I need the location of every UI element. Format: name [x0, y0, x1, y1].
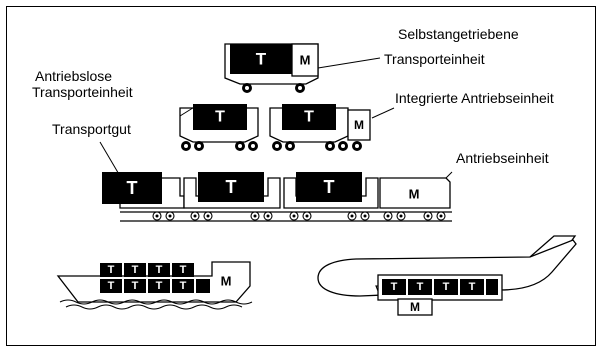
- train: T T T M: [102, 172, 452, 222]
- diagram-frame: [6, 6, 596, 346]
- cargo-box: [282, 104, 336, 130]
- cargo-letter: T: [324, 177, 335, 197]
- motor-box: [291, 43, 319, 77]
- cargo-letter: T: [132, 264, 139, 276]
- label-unpowered-1: Antriebslose: [35, 68, 112, 84]
- label-integrated-drive: Integrierte Antriebseinheit: [395, 90, 554, 106]
- motor-letter: M: [354, 118, 364, 132]
- cargo-letter: T: [108, 280, 115, 292]
- self-propelled-unit: T M: [224, 43, 319, 93]
- cargo-box: [230, 44, 292, 74]
- cargo-letter: T: [304, 109, 314, 126]
- label-self-propelled-2: Transporteinheit: [384, 51, 485, 67]
- locomotive: [379, 177, 451, 209]
- integrated-drive-unit: T M: [269, 104, 371, 151]
- motor-letter: M: [409, 187, 420, 202]
- unpowered-unit: T: [179, 104, 259, 151]
- cargo-box: [102, 172, 162, 204]
- motor-letter: M: [221, 274, 232, 289]
- label-drive-unit: Antriebseinheit: [456, 150, 549, 166]
- cargo-letter: T: [156, 264, 163, 276]
- label-cargo: Transportgut: [52, 121, 131, 137]
- cargo-letter: T: [127, 178, 138, 198]
- water-line: [65, 304, 243, 310]
- cargo-letter: T: [391, 281, 398, 293]
- cargo-letter: T: [226, 177, 237, 197]
- cargo-box: [198, 172, 264, 202]
- label-self-propelled-1: Selbstangetriebene: [398, 26, 519, 42]
- cargo-letter: T: [256, 50, 267, 69]
- cargo-letter: T: [215, 109, 225, 126]
- label-unpowered-2: Transporteinheit: [32, 84, 133, 100]
- leader-lines: [99, 57, 453, 179]
- airplane: T T T T M: [317, 235, 577, 316]
- water-line: [59, 299, 253, 305]
- cargo-letter: T: [180, 280, 187, 292]
- motor-letter: M: [300, 53, 311, 68]
- cargo-box: [296, 172, 362, 202]
- motor-box: [397, 298, 433, 316]
- cargo-letter: T: [417, 281, 424, 293]
- motor-letter: M: [410, 300, 420, 314]
- ship: M T T T T T T T T: [56, 261, 253, 310]
- cargo-letter: T: [156, 280, 163, 292]
- motor-box: [347, 109, 371, 141]
- cargo-letter: T: [132, 280, 139, 292]
- cargo-letter: T: [180, 264, 187, 276]
- cargo-box: [193, 104, 247, 130]
- cargo-letter: T: [443, 281, 450, 293]
- cargo-letter: T: [108, 264, 115, 276]
- cargo-letter: T: [469, 281, 476, 293]
